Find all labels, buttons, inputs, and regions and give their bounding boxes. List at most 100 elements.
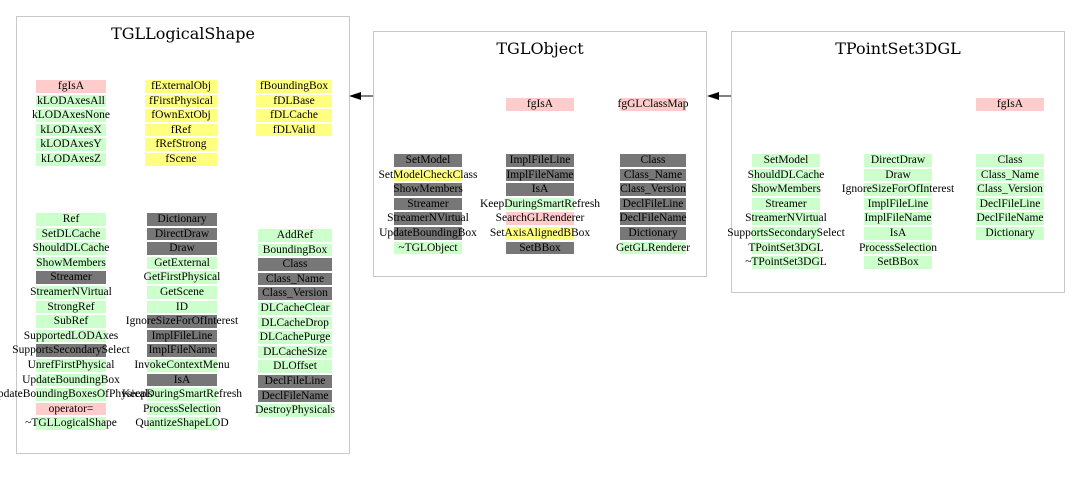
- member-tpointset3dgl[interactable]: ~TPointSet3DGL: [745, 255, 827, 270]
- member-frefstrong[interactable]: fRefStrong: [144, 137, 217, 152]
- member-dloffset[interactable]: DLOffset: [258, 359, 332, 374]
- member-streamer[interactable]: Streamer: [35, 270, 106, 285]
- member-boundingbox[interactable]: BoundingBox: [257, 243, 332, 258]
- member-fref[interactable]: fRef: [145, 123, 217, 138]
- member-class-name[interactable]: Class_Name: [975, 168, 1044, 183]
- member-dictionary[interactable]: Dictionary: [620, 226, 686, 241]
- member-class-version[interactable]: Class_Version: [258, 286, 332, 301]
- member-strongref[interactable]: StrongRef: [36, 300, 106, 315]
- member-getglrenderer[interactable]: GetGLRenderer: [616, 241, 690, 256]
- member-setbbox[interactable]: SetBBox: [863, 255, 932, 270]
- member-streamernvirtual[interactable]: StreamerNVirtual: [745, 211, 827, 226]
- member-ref[interactable]: Ref: [35, 212, 106, 227]
- member-declfileline[interactable]: DeclFileLine: [258, 374, 332, 389]
- member-keepduringsmartrefresh[interactable]: KeepDuringSmartRefresh: [480, 197, 600, 212]
- member-klodaxesz[interactable]: kLODAxesZ: [35, 152, 106, 167]
- member-getfirstphysical[interactable]: GetFirstPhysical: [144, 270, 220, 285]
- member-searchglrenderer[interactable]: SearchGLRenderer: [496, 211, 584, 226]
- member-supportssecondaryselect[interactable]: SupportsSecondarySelect: [727, 226, 845, 241]
- member-ignoresizeforofinterest[interactable]: IgnoreSizeForOfInterest: [842, 182, 954, 197]
- member-operator[interactable]: operator=: [36, 402, 106, 417]
- member-processselection[interactable]: ProcessSelection: [143, 402, 221, 417]
- member-isa[interactable]: IsA: [506, 182, 574, 197]
- member-fownextobj[interactable]: fOwnExtObj: [144, 108, 217, 123]
- member-klodaxesnone[interactable]: kLODAxesNone: [32, 108, 110, 123]
- member-tgllogicalshape[interactable]: ~TGLLogicalShape: [25, 416, 117, 431]
- member-fscene[interactable]: fScene: [144, 152, 217, 167]
- member-keepduringsmartrefresh[interactable]: KeepDuringSmartRefresh: [122, 387, 242, 402]
- member-id[interactable]: ID: [146, 300, 217, 315]
- member-shoulddlcache[interactable]: ShouldDLCache: [748, 168, 824, 183]
- member-class-name[interactable]: Class_Name: [619, 168, 686, 183]
- member-setdlcache[interactable]: SetDLCache: [35, 227, 106, 242]
- member-getscene[interactable]: GetScene: [146, 285, 217, 300]
- member-klodaxesy[interactable]: kLODAxesY: [35, 137, 106, 152]
- member-declfilename[interactable]: DeclFileName: [258, 389, 332, 404]
- member-tpointset3dgl[interactable]: TPointSet3DGL: [748, 241, 824, 256]
- member-declfileline[interactable]: DeclFileLine: [620, 197, 686, 212]
- member-draw[interactable]: Draw: [146, 241, 217, 256]
- member-fexternalobj[interactable]: fExternalObj: [144, 79, 217, 94]
- member-dlcachepurge[interactable]: DLCachePurge: [258, 330, 332, 345]
- member-setmodel[interactable]: SetModel: [751, 153, 820, 168]
- member-setbbox[interactable]: SetBBox: [505, 241, 574, 256]
- member-supportedlodaxes[interactable]: SupportedLODAxes: [24, 329, 118, 344]
- member-updateboundingbox[interactable]: UpdateBoundingBox: [22, 373, 120, 388]
- member-invokecontextmenu[interactable]: InvokeContextMenu: [134, 358, 230, 373]
- member-dictionary[interactable]: Dictionary: [976, 226, 1044, 241]
- member-updateboundingboxesofphysicals[interactable]: UpdateBoundingBoxesOfPhysicals: [0, 387, 152, 402]
- member-processselection[interactable]: ProcessSelection: [859, 241, 937, 256]
- member-directdraw[interactable]: DirectDraw: [147, 227, 217, 242]
- member-fgisa[interactable]: fgIsA: [35, 79, 106, 94]
- member-draw[interactable]: Draw: [863, 168, 932, 183]
- member-updateboundingbox[interactable]: UpdateBoundingBox: [379, 226, 477, 241]
- member-unreffirstphysical[interactable]: UnrefFirstPhysical: [28, 358, 114, 373]
- member-showmembers[interactable]: ShowMembers: [751, 182, 821, 197]
- member-fgglclassmap[interactable]: fgGLClassMap: [618, 97, 688, 112]
- member-setmodelcheckclass[interactable]: SetModelCheckClass: [378, 168, 478, 183]
- member-streamernvirtual[interactable]: StreamerNVirtual: [30, 285, 112, 300]
- member-class-version[interactable]: Class_Version: [620, 182, 686, 197]
- member-setmodel[interactable]: SetModel: [393, 153, 462, 168]
- member-addref[interactable]: AddRef: [257, 228, 332, 243]
- member-declfilename[interactable]: DeclFileName: [976, 211, 1044, 226]
- member-isa[interactable]: IsA: [864, 226, 932, 241]
- member-isa[interactable]: IsA: [147, 373, 217, 388]
- member-implfilename[interactable]: ImplFileName: [863, 211, 932, 226]
- member-shoulddlcache[interactable]: ShouldDLCache: [33, 241, 109, 256]
- member-dlcacheclear[interactable]: DLCacheClear: [258, 301, 332, 316]
- member-implfileline[interactable]: ImplFileLine: [147, 329, 217, 344]
- member-declfileline[interactable]: DeclFileLine: [976, 197, 1044, 212]
- member-dlcachedrop[interactable]: DLCacheDrop: [257, 316, 332, 331]
- member-class[interactable]: Class: [975, 153, 1044, 168]
- member-class[interactable]: Class: [257, 257, 332, 272]
- member-klodaxesx[interactable]: kLODAxesX: [35, 123, 106, 138]
- member-streamer[interactable]: Streamer: [751, 197, 820, 212]
- member-implfilename[interactable]: ImplFileName: [505, 168, 574, 183]
- member-directdraw[interactable]: DirectDraw: [864, 153, 932, 168]
- member-showmembers[interactable]: ShowMembers: [35, 256, 106, 271]
- member-dictionary[interactable]: Dictionary: [147, 212, 217, 227]
- member-ignoresizeforofinterest[interactable]: IgnoreSizeForOfInterest: [126, 314, 238, 329]
- member-quantizeshapelod[interactable]: QuantizeShapeLOD: [135, 416, 229, 431]
- member-streamernvirtual[interactable]: StreamerNVirtual: [387, 211, 469, 226]
- member-fgisa[interactable]: fgIsA: [975, 97, 1044, 112]
- member-supportssecondaryselect[interactable]: SupportsSecondarySelect: [12, 343, 130, 358]
- member-streamer[interactable]: Streamer: [393, 197, 462, 212]
- member-tglobject[interactable]: ~TGLObject: [393, 241, 462, 256]
- member-implfileline[interactable]: ImplFileLine: [864, 197, 932, 212]
- member-fdlbase[interactable]: fDLBase: [255, 94, 332, 109]
- member-showmembers[interactable]: ShowMembers: [393, 182, 463, 197]
- member-getexternal[interactable]: GetExternal: [147, 256, 217, 271]
- member-fdlvalid[interactable]: fDLValid: [255, 123, 332, 138]
- member-declfilename[interactable]: DeclFileName: [619, 211, 687, 226]
- member-implfilename[interactable]: ImplFileName: [146, 343, 217, 358]
- member-class-name[interactable]: Class_Name: [257, 272, 332, 287]
- member-ffirstphysical[interactable]: fFirstPhysical: [144, 94, 217, 109]
- member-setaxisalignedbbox[interactable]: SetAxisAlignedBBox: [490, 226, 590, 241]
- member-fdlcache[interactable]: fDLCache: [256, 108, 332, 123]
- member-destroyphysicals[interactable]: DestroyPhysicals: [255, 403, 335, 418]
- member-class[interactable]: Class: [619, 153, 686, 168]
- member-klodaxesall[interactable]: kLODAxesAll: [36, 94, 106, 109]
- member-implfileline[interactable]: ImplFileLine: [506, 153, 574, 168]
